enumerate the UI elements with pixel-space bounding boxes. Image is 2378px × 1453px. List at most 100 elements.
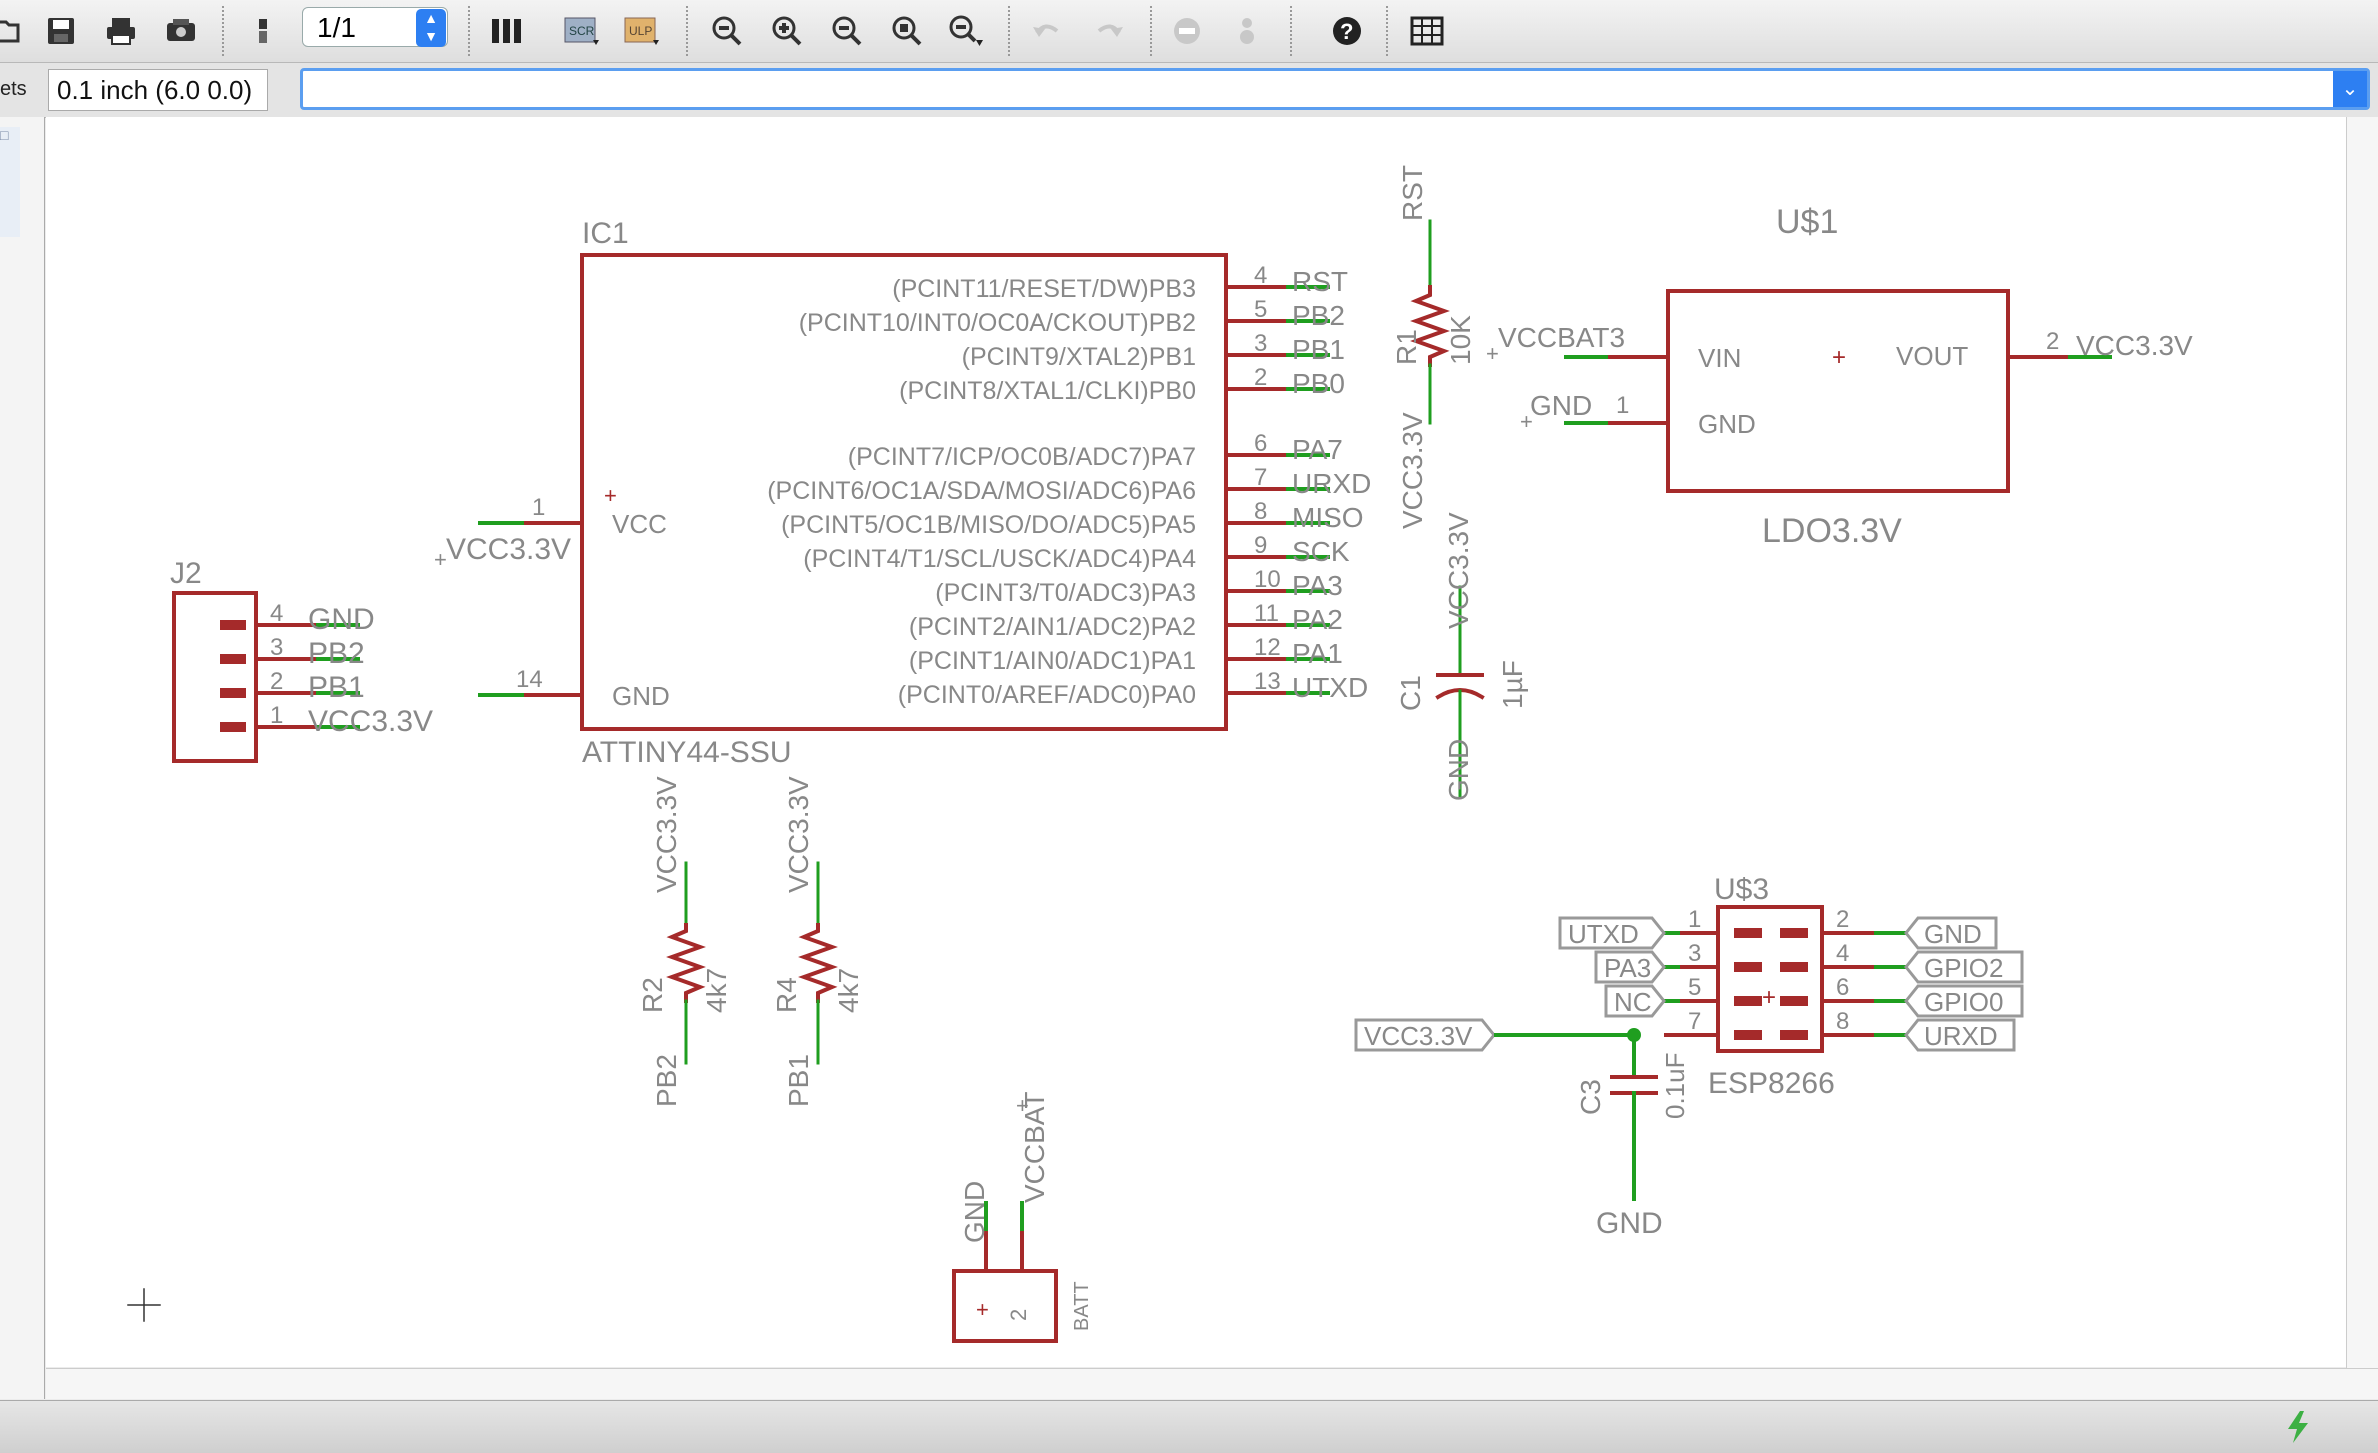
svg-text:+: + [1762,984,1776,1011]
ic1-pin-name: (PCINT6/OC1A/SDA/MOSI/ADC6)PA6 [767,477,1196,505]
command-line[interactable]: ⌄ [300,68,2370,110]
print-icon[interactable] [98,8,144,54]
u3-left-3-tag [1354,1018,1496,1052]
batt-pin-num: 2 [1006,1309,1031,1321]
j2-pin-num: 2 [270,668,283,695]
ic1-pin-name: (PCINT7/ICP/OC0B/ADC7)PA7 [848,443,1196,471]
svg-text:ULP: ULP [629,24,652,38]
r2-bottom-net: PB2 [651,1054,682,1107]
command-input[interactable] [307,71,2311,107]
ic1-pin-name: (PCINT2/AIN1/ADC2)PA2 [909,613,1196,641]
ic1-origin: + [604,483,617,508]
r2-value: 4k7 [701,968,732,1013]
cam-icon[interactable] [158,8,204,54]
u3-pin-num: 2 [1836,906,1849,933]
u1-gnd-net: GND [1530,390,1592,421]
ic1-pin-num: 4 [1254,262,1267,289]
j2-pin-pad [220,688,246,698]
u3-pin-pad [1734,962,1762,972]
ic1-pin-net: RST [1292,266,1348,297]
u1-vout-num: 2 [2046,328,2059,355]
ic1-value: ATTINY44-SSU [582,736,792,769]
sheet-stepper[interactable]: ▲ ▼ [416,9,446,47]
c1-ref: C1 [1395,675,1426,711]
schematic-canvas[interactable]: IC1 ATTINY44-SSU VCC GND + 1 VCC3.3V + 1… [46,117,2346,1367]
batt-symbol[interactable]: + 2 BATT GND VCCBAT + [952,1092,1093,1343]
sheet-thumbnail-panel: □ [0,117,45,1399]
ic1-pin-net: PA2 [1292,604,1343,635]
horizontal-scrollbar[interactable] [46,1368,2378,1399]
u3-pin-pad [1780,928,1808,938]
ic1-pin-net: UTXD [1292,672,1368,703]
open-icon[interactable] [0,8,30,54]
j2-pin-pad [220,654,246,664]
script-icon[interactable] [240,8,286,54]
r1-bottom-net: VCC3.3V [1397,412,1428,529]
u3-right-0-tag-label: GND [1924,919,1982,949]
ic1-pin-num: 6 [1254,430,1267,457]
zoom-select-icon[interactable] [944,8,990,54]
svg-text:SCR: SCR [569,24,595,38]
j2-pin-pad [220,722,246,732]
ic1-symbol[interactable]: IC1 ATTINY44-SSU VCC GND + 1 VCC3.3V + 1… [434,217,1371,769]
ic1-pin-net: PA3 [1292,570,1343,601]
zoom-in-icon[interactable] [764,8,810,54]
r4-ref: R4 [771,977,802,1013]
u3-left-2-tag-label: NC [1614,987,1652,1017]
ic1-gnd-pin-num: 14 [516,666,543,693]
u3-pin-num: 5 [1688,974,1701,1001]
u1-symbol[interactable]: U$1 LDO3.3V VIN VOUT GND + VCCBAT3 + GND… [1486,203,2193,550]
sheets-tab[interactable]: ets [0,78,27,100]
undo-icon[interactable] [1024,8,1070,54]
chevron-down-icon[interactable]: ⌄ [2333,71,2367,107]
r2-symbol[interactable]: VCC3.3V R2 4k7 PB2 [637,776,732,1107]
u3-left-1-tag-label: PA3 [1604,953,1651,983]
crosshair-cursor [127,1288,161,1322]
layers-icon[interactable] [484,8,530,54]
zoom-redraw-icon[interactable] [884,8,930,54]
u1-gnd-label: GND [1698,409,1756,439]
u1-gnd-num: 1 [1616,392,1629,419]
ic1-pin-net: PB1 [1292,334,1345,365]
sheet-thumbnail[interactable]: □ [0,127,20,237]
stepper-down-icon[interactable]: ▼ [424,28,438,44]
j2-ref: J2 [170,557,202,590]
c1-value: 1µF [1497,660,1528,709]
svg-text:+: + [976,1297,989,1322]
ic1-vcc-pin-num: 1 [532,494,545,521]
stepper-up-icon[interactable]: ▲ [424,10,438,26]
stop-icon[interactable] [1164,8,1210,54]
lightning-icon[interactable] [2280,1409,2316,1445]
ic1-pin-net: SCK [1292,536,1350,567]
save-icon[interactable] [38,8,84,54]
u1-vin-label: VIN [1698,343,1741,373]
redo-icon[interactable] [1086,8,1132,54]
c3-bottom-net: GND [1596,1207,1663,1240]
c3-symbol[interactable]: C3 0.1uF GND [1575,1053,1690,1241]
r4-symbol[interactable]: VCC3.3V R4 4k7 PB1 [771,776,864,1107]
ic1-pin-num: 13 [1254,668,1281,695]
command-bar: ets 0.1 inch (6.0 0.0) ⌄ [0,63,2378,118]
grid-icon[interactable] [1404,8,1450,54]
vertical-scrollbar[interactable] [2346,117,2378,1368]
u3-right-2-tag [1904,984,2024,1018]
zoom-out-icon[interactable] [824,8,870,54]
ic1-pin-net: PA7 [1292,434,1343,465]
u3-right-3-tag-label: URXD [1924,1021,1998,1051]
go-icon[interactable] [1224,8,1270,54]
u3-left-0-tag-label: UTXD [1568,919,1639,949]
help-icon[interactable]: ? [1324,8,1370,54]
zoom-fit-icon[interactable] [704,8,750,54]
c1-symbol[interactable]: VCC3.3V C1 1µF GND [1395,512,1528,801]
ulp-icon[interactable]: ULP [620,8,666,54]
ic1-pin-name: (PCINT5/OC1B/MISO/DO/ADC5)PA5 [781,511,1196,539]
ic1-vcc-net: VCC3.3V [446,533,571,566]
r4-value: 4k7 [833,968,864,1013]
svg-text:+: + [1486,341,1499,366]
scr-icon[interactable]: SCR [560,8,606,54]
r1-symbol[interactable]: RST R1 10K VCC3.3V [1391,165,1476,529]
j2-pin-pad [220,620,246,630]
c1-top-net: VCC3.3V [1443,512,1474,629]
